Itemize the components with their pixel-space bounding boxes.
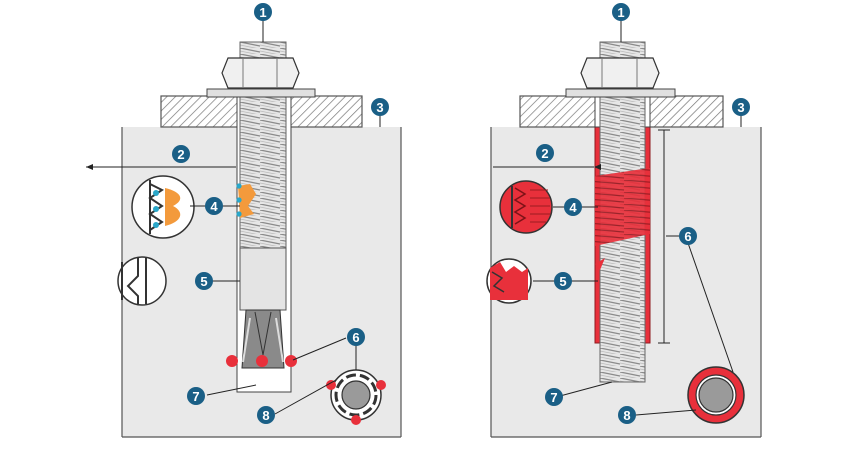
- svg-text:2: 2: [541, 146, 548, 161]
- svg-text:6: 6: [684, 229, 691, 244]
- nut-icon: [580, 57, 660, 89]
- thread-detail-icon: [131, 175, 195, 239]
- contact-points: [226, 355, 297, 367]
- expansion-cone: [241, 309, 285, 369]
- callout-1: [612, 3, 630, 21]
- cross-section-icon: [687, 366, 745, 424]
- callout-3: [732, 98, 750, 116]
- callout-2: [172, 145, 190, 163]
- callout-2: [536, 144, 554, 162]
- callouts-right: 1 2 3 4 5 6 7 8: [536, 3, 750, 424]
- svg-text:5: 5: [559, 274, 566, 289]
- callout-8: [257, 406, 275, 424]
- svg-text:1: 1: [259, 5, 266, 20]
- svg-text:8: 8: [262, 408, 269, 423]
- thread-detail-icon: [499, 180, 553, 234]
- cross-section-icon: [326, 369, 386, 425]
- expansion-sleeve: [239, 247, 287, 311]
- svg-text:4: 4: [569, 200, 577, 215]
- svg-text:8: 8: [623, 408, 630, 423]
- callout-4: [205, 197, 223, 215]
- svg-text:5: 5: [200, 274, 207, 289]
- svg-text:1: 1: [617, 5, 624, 20]
- callout-7: [187, 387, 205, 405]
- right-panel: 1 2 3 4 5 6 7 8: [486, 3, 762, 438]
- callouts-left: 1 2 3 4 5 6 7 8: [172, 3, 389, 424]
- callout-6: [679, 227, 697, 245]
- callout-7: [545, 388, 563, 406]
- svg-text:4: 4: [210, 199, 218, 214]
- callout-5: [554, 272, 572, 290]
- keying-detail-icon: [117, 256, 167, 306]
- callout-3: [371, 98, 389, 116]
- keying-detail-icon: [486, 258, 532, 304]
- callout-4: [564, 198, 582, 216]
- svg-text:3: 3: [376, 100, 383, 115]
- svg-text:7: 7: [550, 390, 557, 405]
- svg-text:6: 6: [352, 330, 359, 345]
- svg-text:7: 7: [192, 389, 199, 404]
- callout-6: [347, 328, 365, 346]
- left-panel: 1 2 3 4 5 6 7 8: [86, 3, 402, 438]
- svg-text:2: 2: [177, 147, 184, 162]
- svg-text:3: 3: [737, 100, 744, 115]
- callout-8: [618, 406, 636, 424]
- callout-5: [195, 272, 213, 290]
- nut-icon: [221, 57, 300, 89]
- callout-1: [254, 3, 272, 21]
